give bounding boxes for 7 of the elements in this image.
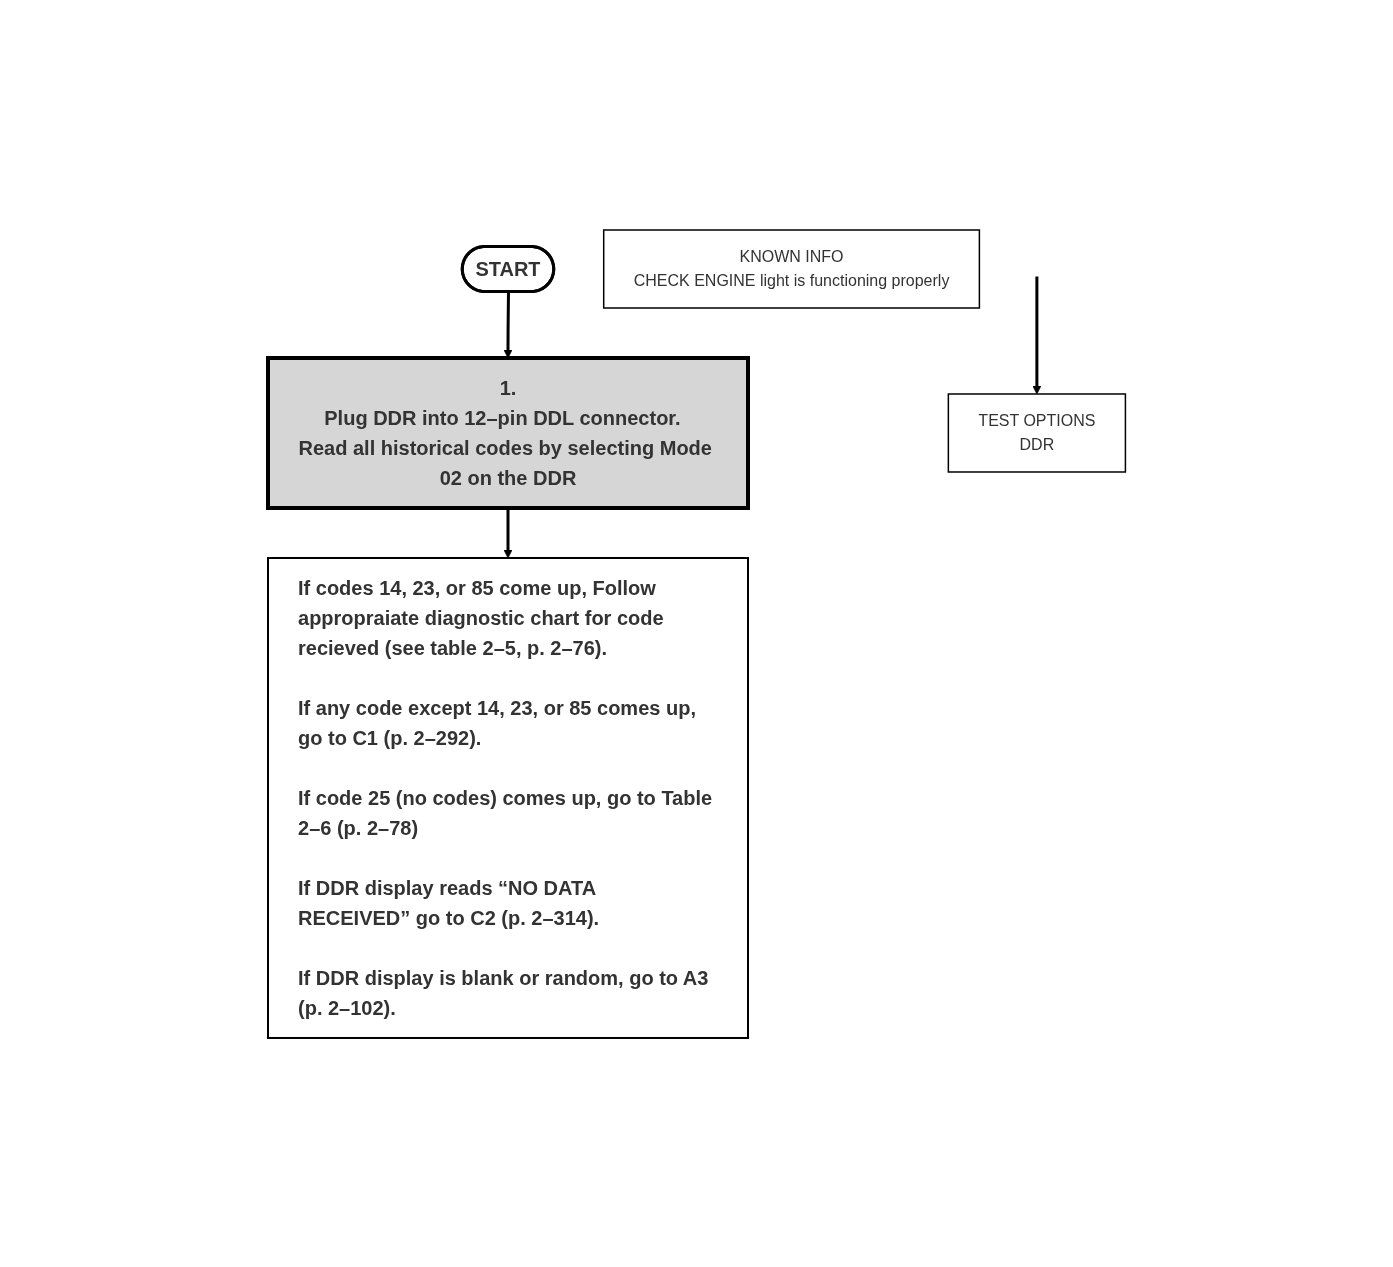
arrow — [503, 291, 513, 358]
node-box: TEST OPTIONS DDR — [947, 392, 1126, 473]
node-box: 1. Plug DDR into 12–pin DDL connector. Read all historical codes by selecting Mode 02 on the DDR — [265, 355, 750, 510]
node-box: If codes 14, 23, or 85 come up, Follow appropraiate diagnostic chart for code recieved (see table 2–5, p. 2–76). If any code except 14, 23, or 85 comes up, go to C1 (p. 2–292). If code 25 (no codes) comes up, go to Table 2–6 (p. 2–78) If DDR display reads “NO DATA RECEIVED” go to C2 (p. 2–314). If DDR display is blank or random, go to A3 (p. 2–102). — [266, 556, 749, 1039]
arrow — [1032, 276, 1042, 394]
node-box: KNOWN INFO CHECK ENGINE light is functioning properly — [602, 228, 980, 309]
arrow — [503, 507, 513, 558]
